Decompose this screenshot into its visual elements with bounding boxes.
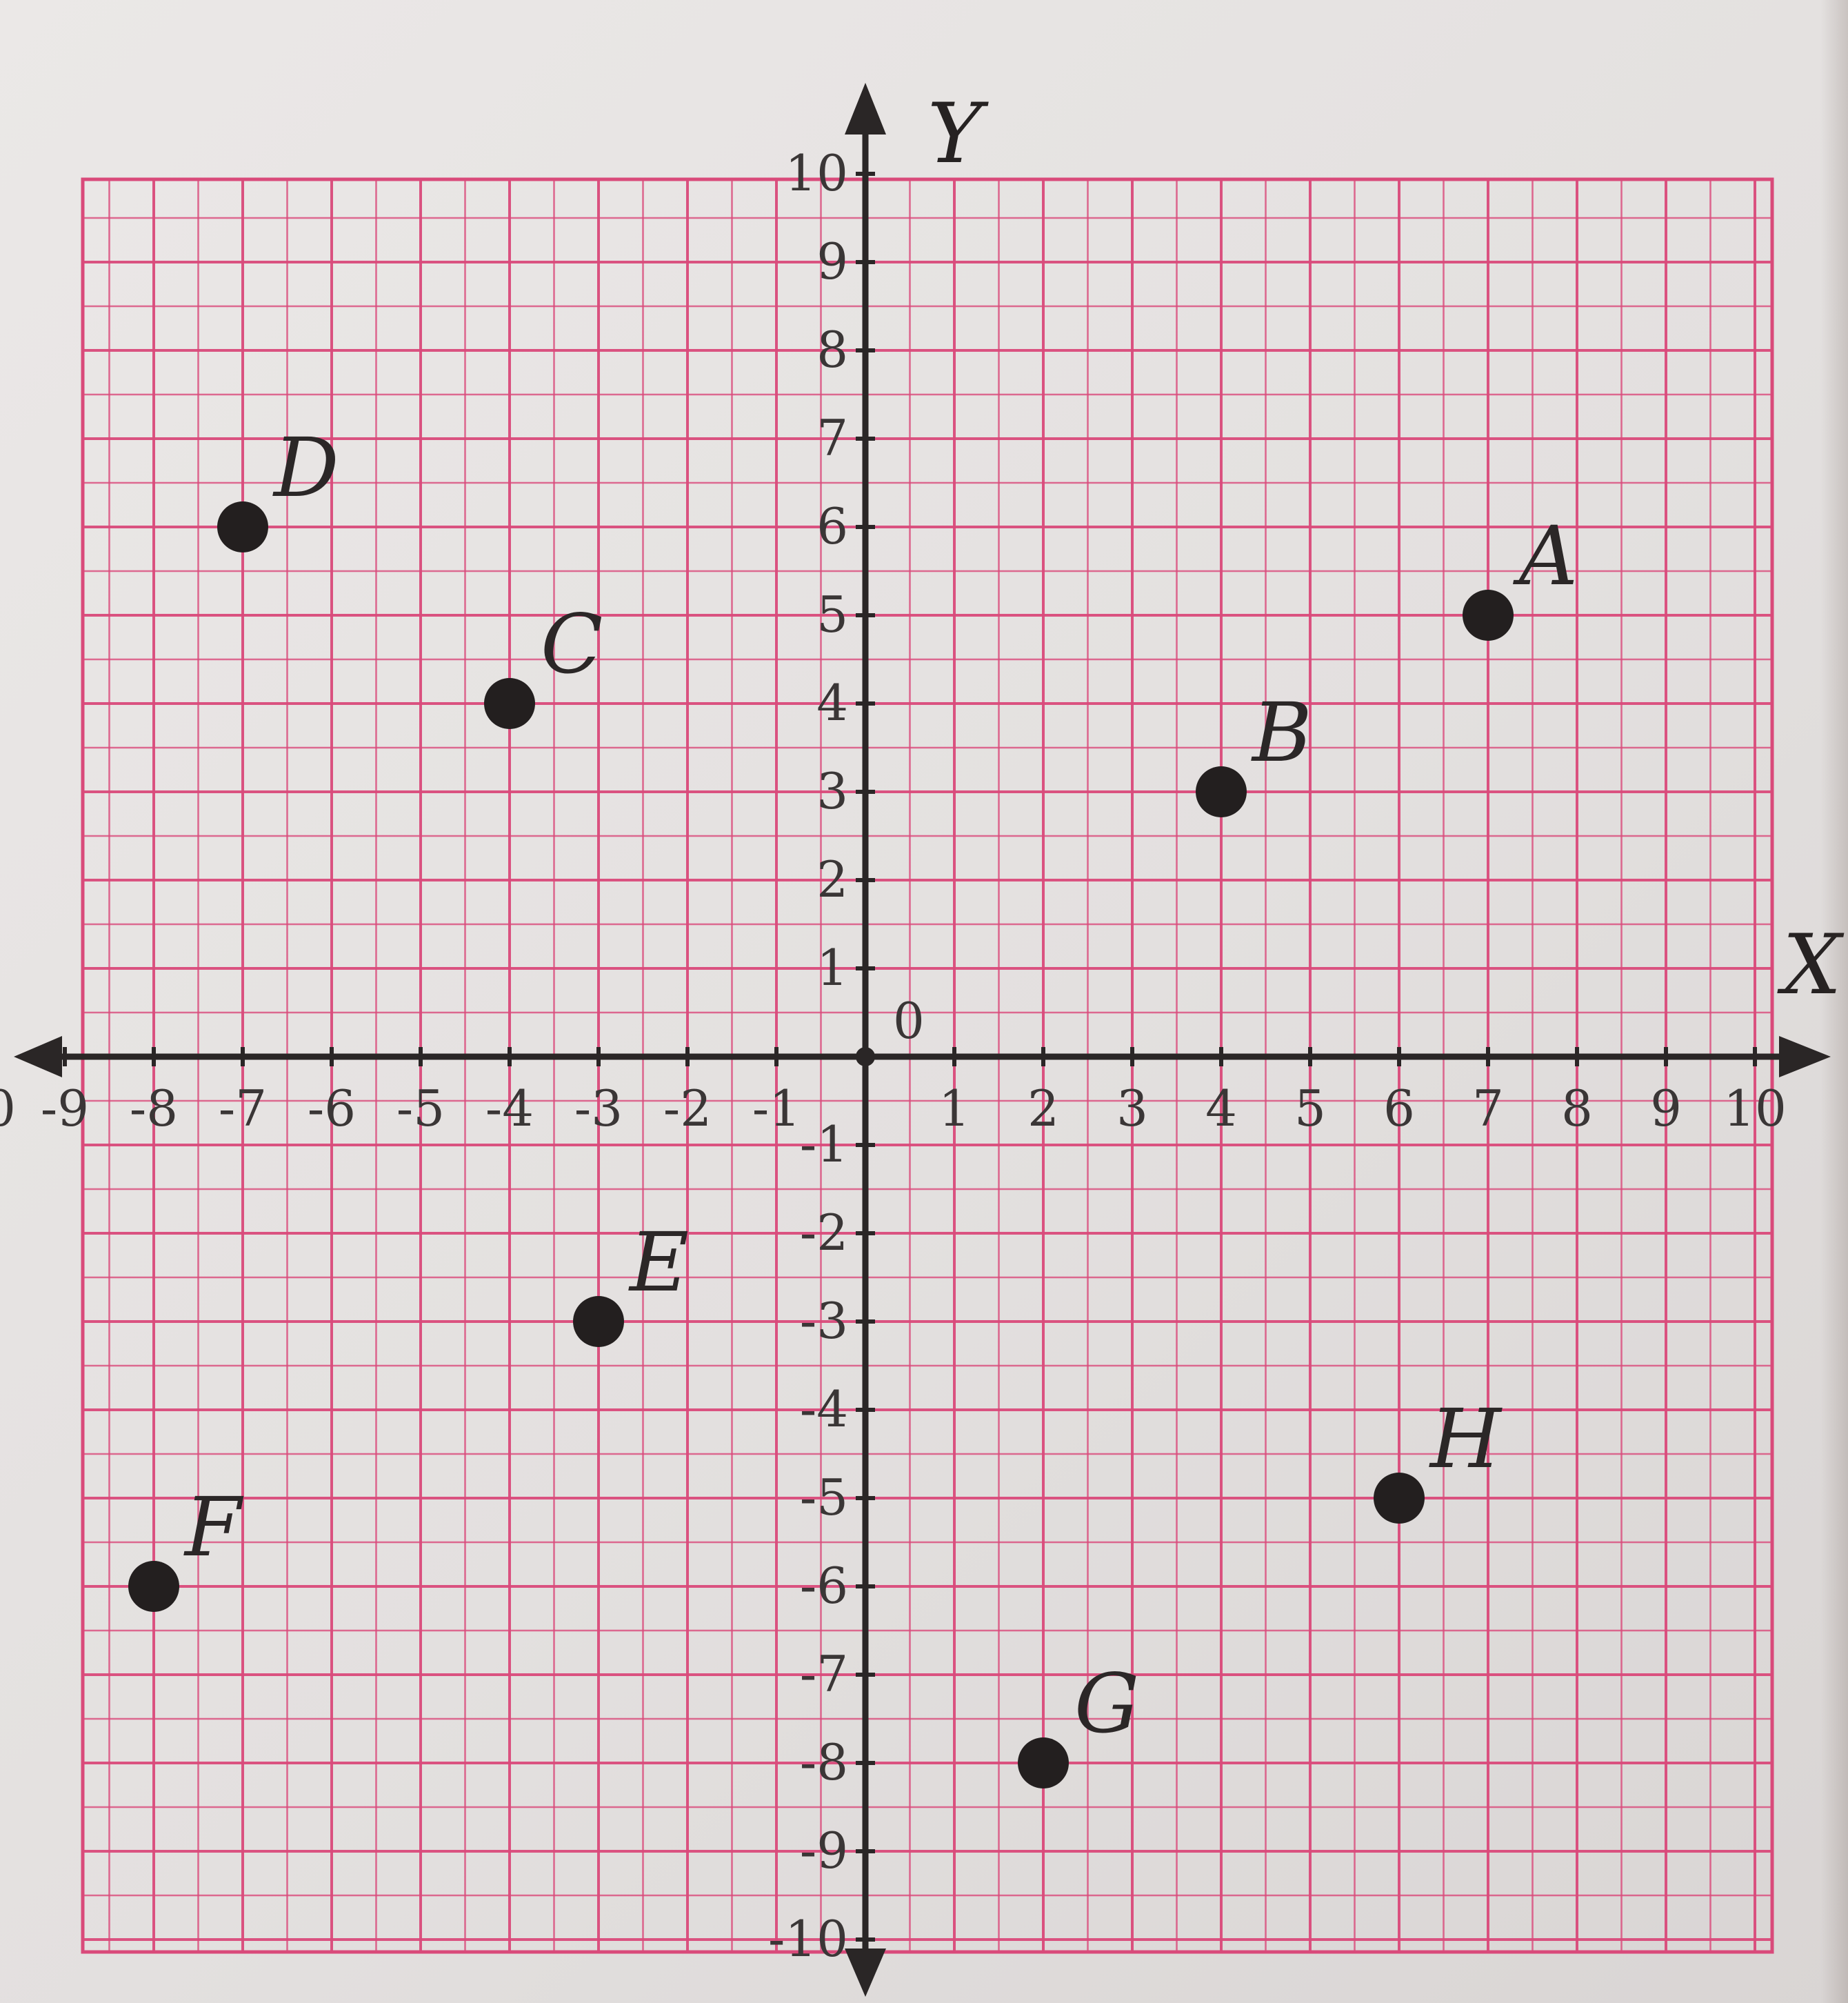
x-tick-label: 5 (1294, 1079, 1326, 1137)
x-tick-label: -2 (663, 1079, 712, 1137)
x-tick-label: -10 (0, 1079, 16, 1137)
point-label-h: H (1429, 1391, 1503, 1486)
x-tick-label: -7 (219, 1079, 267, 1137)
page-edge-shadow (1820, 0, 1848, 2003)
y-tick-label: 8 (816, 321, 848, 379)
point-label-g: G (1074, 1656, 1139, 1751)
x-tick-label: -4 (485, 1079, 534, 1137)
x-tick-label: -1 (752, 1079, 801, 1137)
y-tick-label: 3 (816, 762, 848, 820)
y-tick-label: 6 (816, 497, 848, 555)
x-axis-arrow-right (1779, 1036, 1831, 1077)
x-tick-label: 9 (1650, 1079, 1682, 1137)
point-e (573, 1296, 624, 1347)
y-tick-label: 7 (816, 409, 848, 467)
x-tick-label: 3 (1116, 1079, 1148, 1137)
y-tick-label: -10 (768, 1910, 848, 1968)
x-tick-label: 7 (1472, 1079, 1504, 1137)
x-tick-label: 4 (1205, 1079, 1237, 1137)
y-tick-label: -2 (800, 1204, 848, 1262)
y-tick-label: 9 (816, 232, 848, 290)
x-tick-label: -5 (396, 1079, 445, 1137)
point-a (1463, 590, 1514, 641)
y-tick-label: 2 (816, 850, 848, 908)
point-label-a: A (1513, 508, 1578, 604)
point-label-c: C (541, 597, 603, 692)
y-tick-label: 10 (785, 144, 848, 202)
y-tick-label: -8 (800, 1733, 848, 1791)
y-axis-arrow-up (845, 83, 886, 134)
x-tick-label: -9 (41, 1079, 89, 1137)
y-tick-label: -1 (800, 1115, 848, 1173)
point-h (1374, 1473, 1425, 1524)
data-points: A B C D E F G H (128, 420, 1578, 1788)
y-tick-label: 5 (816, 586, 848, 644)
y-tick-label: 4 (816, 674, 848, 732)
point-b (1196, 766, 1247, 817)
point-g (1018, 1737, 1069, 1788)
origin-label: 0 (893, 992, 925, 1050)
point-f (128, 1561, 179, 1612)
y-tick-label: -7 (800, 1645, 848, 1703)
y-tick-label: -3 (800, 1292, 848, 1350)
origin-dot (856, 1047, 875, 1066)
axes: X Y 0 (14, 83, 1845, 1997)
y-axis-label: Y (927, 86, 989, 182)
x-axis-label: X (1777, 917, 1845, 1013)
x-tick-label: 2 (1027, 1079, 1059, 1137)
x-tick-label: 8 (1561, 1079, 1593, 1137)
point-d (217, 501, 268, 552)
x-tick-label: 1 (938, 1079, 970, 1137)
x-axis-arrow-left (14, 1036, 62, 1077)
point-label-b: B (1251, 685, 1312, 780)
y-tick-label: -9 (800, 1822, 848, 1880)
point-label-e: E (628, 1215, 689, 1310)
tick-labels: -10-9-8-7-6-5-4-3-2-112345678910-10-9-8-… (0, 144, 1787, 1968)
point-label-f: F (183, 1479, 244, 1575)
x-tick-label: 6 (1383, 1079, 1415, 1137)
x-tick-label: -8 (130, 1079, 178, 1137)
x-tick-label: 10 (1723, 1079, 1787, 1137)
grid-lines (81, 177, 1774, 1954)
x-tick-label: -6 (308, 1079, 356, 1137)
point-c (484, 678, 535, 729)
y-tick-label: -5 (800, 1468, 848, 1526)
y-tick-label: 1 (816, 939, 848, 997)
grid-border (81, 177, 1774, 1954)
x-tick-label: -3 (574, 1079, 623, 1137)
y-tick-label: -4 (800, 1380, 848, 1438)
y-tick-label: -6 (800, 1557, 848, 1615)
point-label-d: D (272, 420, 339, 515)
y-axis-arrow-down (845, 1949, 886, 1997)
